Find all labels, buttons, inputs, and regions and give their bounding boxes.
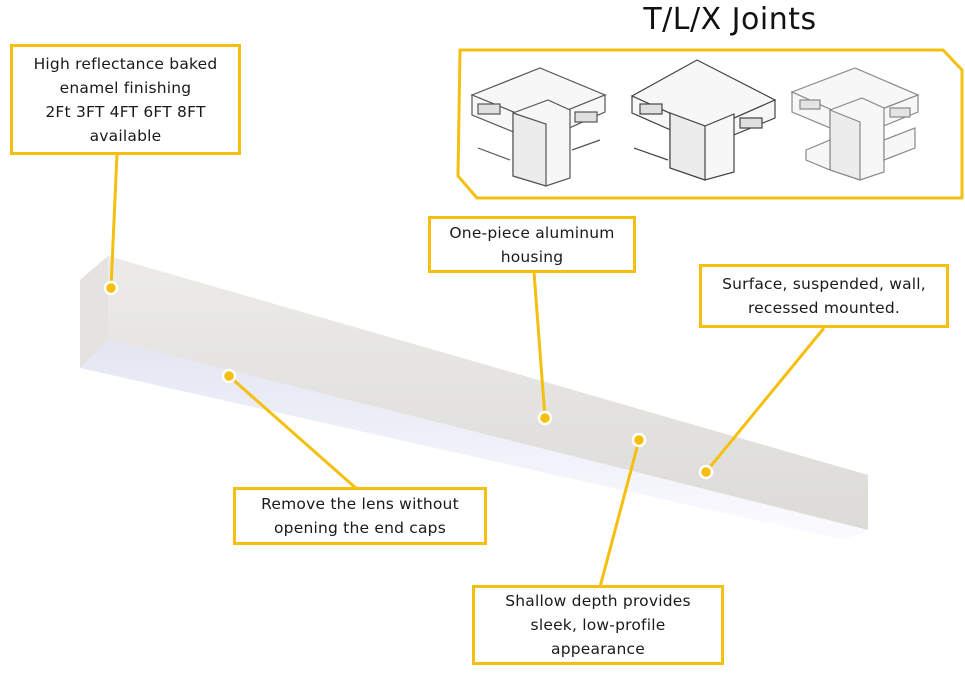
leader-lines (109, 153, 826, 588)
anchor-dots (103, 280, 714, 480)
leader-finishing (109, 153, 119, 289)
callout-lens: Remove the lens without opening the end … (233, 487, 487, 545)
t-joint-icon (470, 67, 607, 187)
callout-finishing-line-2: enamel finishing (59, 78, 192, 97)
anchor-dot-depth (631, 432, 647, 448)
callout-housing-line-1: One-piece aluminum (449, 223, 615, 242)
callout-finishing: High reflectance baked enamel finishing … (10, 44, 241, 155)
callout-mounting-line-1: Surface, suspended, wall, (722, 275, 926, 293)
linear-fixture (80, 256, 868, 540)
callout-depth: Shallow depth provides sleek, low-profil… (472, 585, 724, 665)
callout-mounting: Surface, suspended, wall, recessed mount… (699, 264, 949, 328)
callout-depth-line-3: appearance (551, 640, 645, 658)
joints-title: T/L/X Joints (643, 2, 817, 37)
callout-depth-line-2: sleek, low-profile (530, 616, 666, 634)
l-joint-icon (630, 59, 777, 181)
callout-housing-line-2: housing (500, 247, 564, 266)
callout-finishing-line-4: available (89, 126, 162, 145)
anchor-dot-lens (221, 368, 237, 384)
anchor-dot-housing (537, 410, 553, 426)
callout-lens-line-2: opening the end caps (273, 519, 446, 537)
callout-housing: One-piece aluminum housing (428, 216, 636, 273)
callout-mounting-line-2: recessed mounted. (747, 299, 901, 317)
anchor-dot-finishing (103, 280, 119, 296)
callout-lens-line-1: Remove the lens without (261, 495, 459, 513)
callout-depth-line-1: Shallow depth provides (505, 592, 691, 610)
callout-finishing-line-1: High reflectance baked (33, 54, 218, 73)
leader-lens (228, 374, 359, 492)
leader-depth (598, 439, 641, 588)
leader-mounting (704, 327, 826, 473)
fixture-lens (80, 340, 868, 540)
fixture-side-face (108, 256, 868, 530)
anchor-dot-mounting (698, 464, 714, 480)
fixture-end-cap (80, 256, 108, 368)
leader-housing (532, 271, 547, 419)
callout-finishing-line-3: 2Ft 3FT 4FT 6FT 8FT (45, 102, 206, 121)
x-joint-icon (790, 67, 920, 181)
